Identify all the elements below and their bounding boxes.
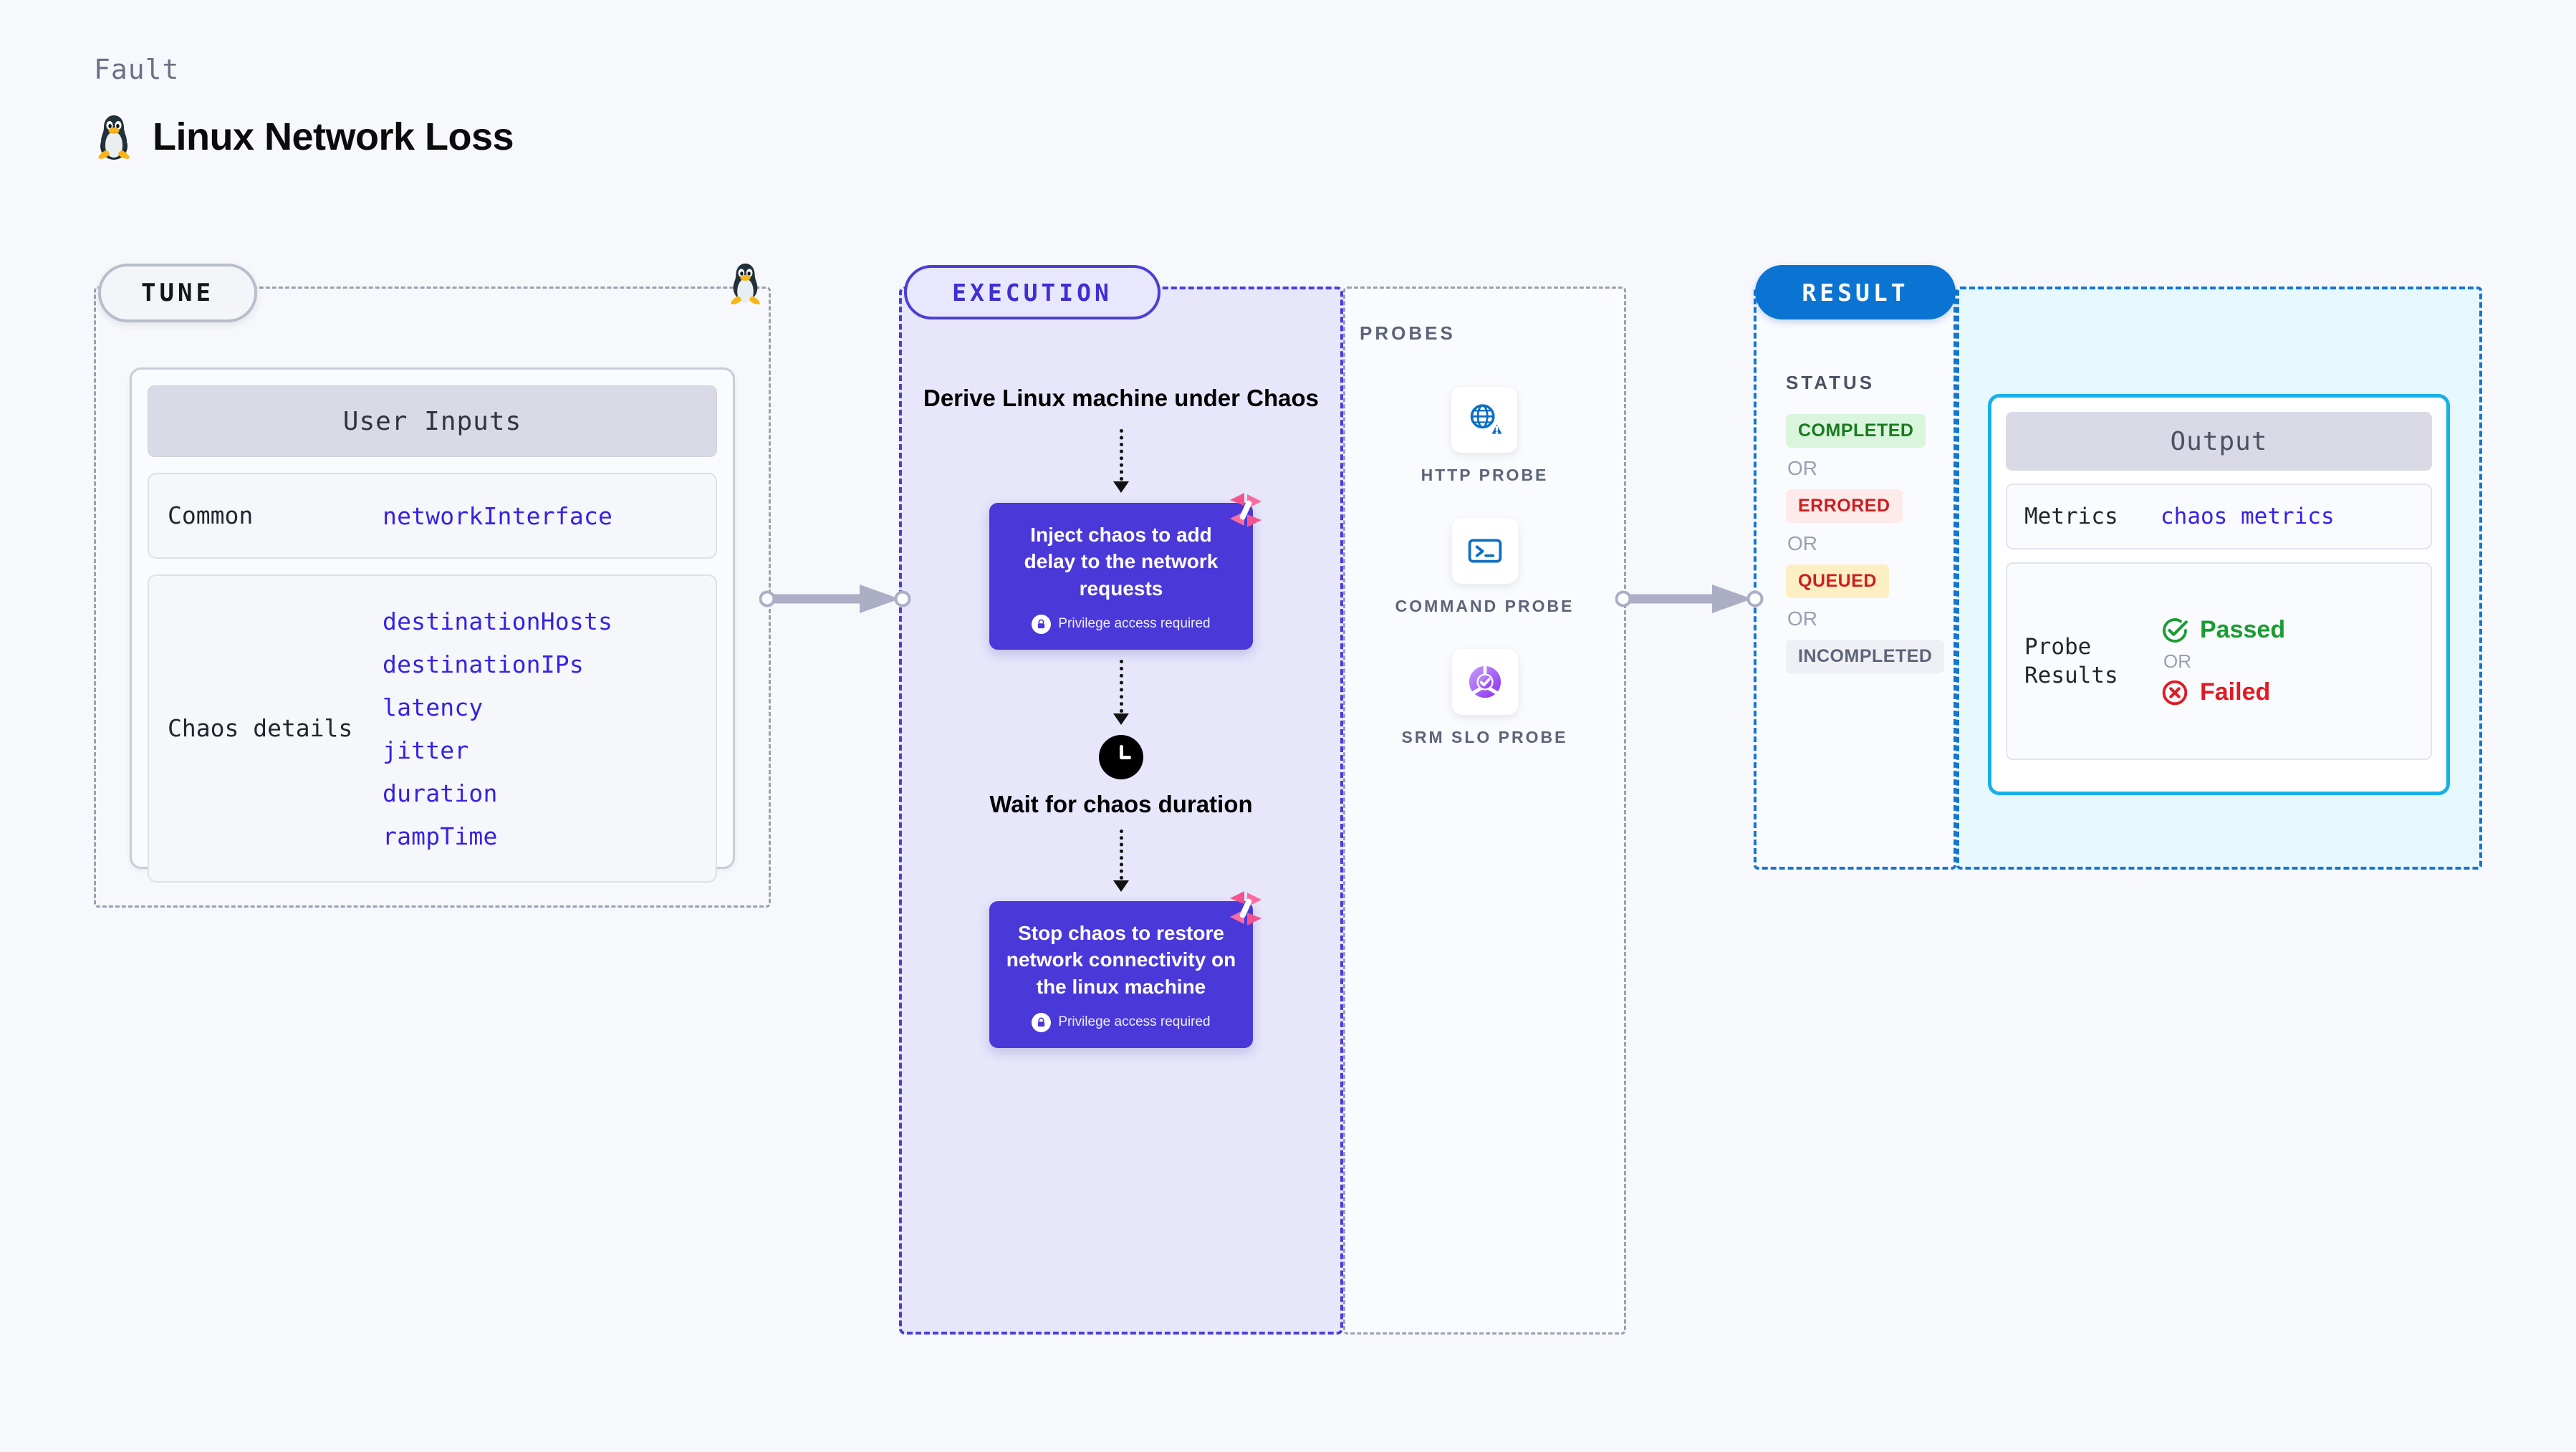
probe-item-srm-slo[interactable]: SRM SLO PROBE — [1402, 649, 1568, 749]
step-card-text: Stop chaos to restore network connectivi… — [1006, 922, 1236, 998]
passed-text: Passed — [2200, 616, 2286, 643]
flow-arrow-icon — [1113, 659, 1129, 725]
probe-tile — [1451, 518, 1518, 585]
probe-result-failed: Failed — [2161, 678, 2285, 707]
probes-panel — [1343, 287, 1626, 1335]
privilege-note: Privilege access required — [1005, 1012, 1237, 1032]
probes-label: PROBES — [1360, 322, 1456, 344]
input-param[interactable]: latency — [383, 693, 484, 721]
probe-label: HTTP PROBE — [1421, 466, 1549, 484]
metrics-value[interactable]: chaos metrics — [2161, 504, 2335, 529]
flow-arrow-icon — [1113, 429, 1129, 494]
tune-badge[interactable]: TUNE — [98, 264, 257, 322]
flow-step-title: Derive Linux machine under Chaos — [923, 385, 1319, 411]
output-title: Output — [2006, 412, 2432, 471]
result-badge[interactable]: RESULT — [1755, 265, 1956, 319]
input-param[interactable]: duration — [383, 779, 498, 807]
lock-icon — [1032, 1012, 1052, 1032]
failed-text: Failed — [2200, 678, 2271, 706]
status-badge-completed: COMPLETED — [1786, 414, 1926, 448]
probe-item-http[interactable]: HTTP PROBE — [1421, 387, 1549, 486]
probe-result-passed: Passed — [2161, 616, 2285, 645]
clock-icon — [1099, 734, 1143, 779]
terminal-icon — [1468, 539, 1501, 563]
tux-penguin-icon — [726, 261, 765, 309]
connector-tune-to-execution — [759, 585, 911, 613]
user-inputs-title: User Inputs — [148, 385, 717, 457]
input-group-label: Chaos details — [168, 714, 353, 743]
page-eyebrow: Fault — [94, 54, 180, 85]
probe-label: SRM SLO PROBE — [1401, 728, 1568, 747]
tux-penguin-icon — [94, 113, 134, 160]
probe-label: COMMAND PROBE — [1395, 597, 1575, 616]
probe-tile — [1451, 649, 1518, 716]
execution-badge[interactable]: EXECUTION — [904, 265, 1160, 319]
metrics-label: Metrics — [2024, 503, 2118, 529]
or-separator: OR — [1787, 607, 1817, 630]
harness-logo-icon — [1230, 891, 1261, 926]
execution-flow: Derive Linux machine under Chaos Inject … — [899, 383, 1343, 1048]
status-badge-errored: ERRORED — [1786, 489, 1903, 523]
execution-step-card-stop[interactable]: Stop chaos to restore network connectivi… — [989, 891, 1261, 1048]
status-list: COMPLETED OR ERRORED OR QUEUED OR INCOMP… — [1786, 414, 1945, 673]
input-param[interactable]: jitter — [383, 736, 469, 764]
privilege-text: Privilege access required — [1058, 1014, 1211, 1030]
lock-icon — [1032, 614, 1052, 634]
output-row-metrics: Metrics chaos metrics — [2006, 484, 2432, 549]
status-badge-queued: QUEUED — [1786, 564, 1889, 598]
output-card: Output Metrics chaos metrics Probe Resul… — [1988, 394, 2450, 795]
input-param[interactable]: rampTime — [383, 822, 498, 850]
globe-warning-icon — [1471, 404, 1505, 436]
probe-item-command[interactable]: COMMAND PROBE — [1395, 518, 1575, 617]
or-separator: OR — [2163, 650, 2191, 672]
connector-execution-to-result — [1615, 585, 1764, 613]
flow-arrow-icon — [1113, 830, 1129, 893]
input-param[interactable]: destinationHosts — [383, 607, 613, 635]
output-row-probe-results: Probe Results Passed OR Failed — [2006, 562, 2432, 760]
probe-list: HTTP PROBE COMMAND PROBE — [1343, 387, 1626, 749]
page-title-row: Linux Network Loss — [94, 113, 514, 160]
x-circle-icon — [2162, 680, 2188, 705]
privilege-text: Privilege access required — [1058, 616, 1211, 632]
input-param[interactable]: networkInterface — [383, 501, 613, 530]
privilege-note: Privilege access required — [1005, 614, 1237, 634]
or-separator: OR — [1787, 457, 1817, 479]
harness-logo-icon — [1230, 493, 1261, 528]
input-param[interactable]: destinationIPs — [383, 650, 584, 678]
input-group-common: Common networkInterface — [148, 473, 717, 559]
input-group-chaos-details: Chaos details destinationHosts destinati… — [148, 574, 717, 883]
step-card-text: Inject chaos to add delay to the network… — [1024, 524, 1219, 600]
user-inputs-card: User Inputs Common networkInterface Chao… — [130, 367, 735, 883]
or-separator: OR — [1787, 532, 1817, 554]
status-badge-incompleted: INCOMPLETED — [1786, 640, 1945, 673]
page-title: Linux Network Loss — [153, 115, 514, 158]
input-group-label: Common — [168, 501, 254, 530]
execution-step-card-inject[interactable]: Inject chaos to add delay to the network… — [989, 493, 1261, 650]
srm-slo-donut-icon — [1468, 664, 1501, 698]
probe-results-label: Probe Results — [2024, 633, 2118, 688]
status-label: STATUS — [1786, 372, 1875, 393]
check-circle-icon — [2163, 617, 2188, 643]
probe-tile — [1451, 387, 1518, 453]
flow-step-title: Wait for chaos duration — [989, 790, 1253, 817]
